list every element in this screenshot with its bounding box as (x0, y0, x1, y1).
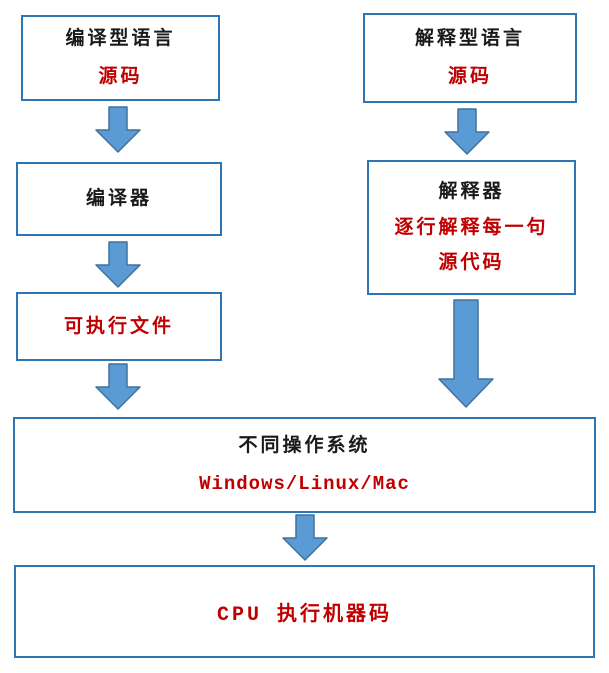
compiled-language-title: 编译型语言 (65, 28, 176, 50)
interpreter-source-code-label: 源代码 (438, 252, 505, 274)
box-compiled-language: 编译型语言 源码 (21, 15, 220, 101)
compiler-title: 编译器 (85, 188, 152, 210)
box-cpu-machine-code: CPU 执行机器码 (14, 565, 595, 658)
box-interpreted-language: 解释型语言 源码 (363, 13, 577, 103)
cpu-machine-code-title: CPU 执行机器码 (216, 603, 392, 627)
executable-file-title: 可执行文件 (63, 315, 174, 337)
interpreted-language-source-label: 源码 (447, 66, 492, 87)
box-interpreter: 解释器 逐行解释每一句 源代码 (367, 160, 576, 295)
down-arrow-icon (282, 514, 328, 561)
compiled-language-source-label: 源码 (98, 66, 143, 87)
box-executable-file: 可执行文件 (16, 292, 222, 361)
down-arrow-icon (95, 106, 141, 153)
down-arrow-icon (95, 241, 141, 288)
box-compiler: 编译器 (16, 162, 222, 236)
interpreter-title: 解释器 (438, 180, 505, 202)
interpreter-line-by-line-label: 逐行解释每一句 (394, 216, 549, 238)
operating-systems-title: 不同操作系统 (238, 435, 371, 457)
operating-systems-list: Windows/Linux/Mac (199, 472, 410, 495)
box-operating-systems: 不同操作系统 Windows/Linux/Mac (13, 417, 596, 513)
interpreted-language-title: 解释型语言 (414, 28, 525, 50)
down-arrow-icon (444, 108, 490, 155)
down-arrow-long-icon (438, 299, 494, 408)
down-arrow-icon (95, 363, 141, 410)
